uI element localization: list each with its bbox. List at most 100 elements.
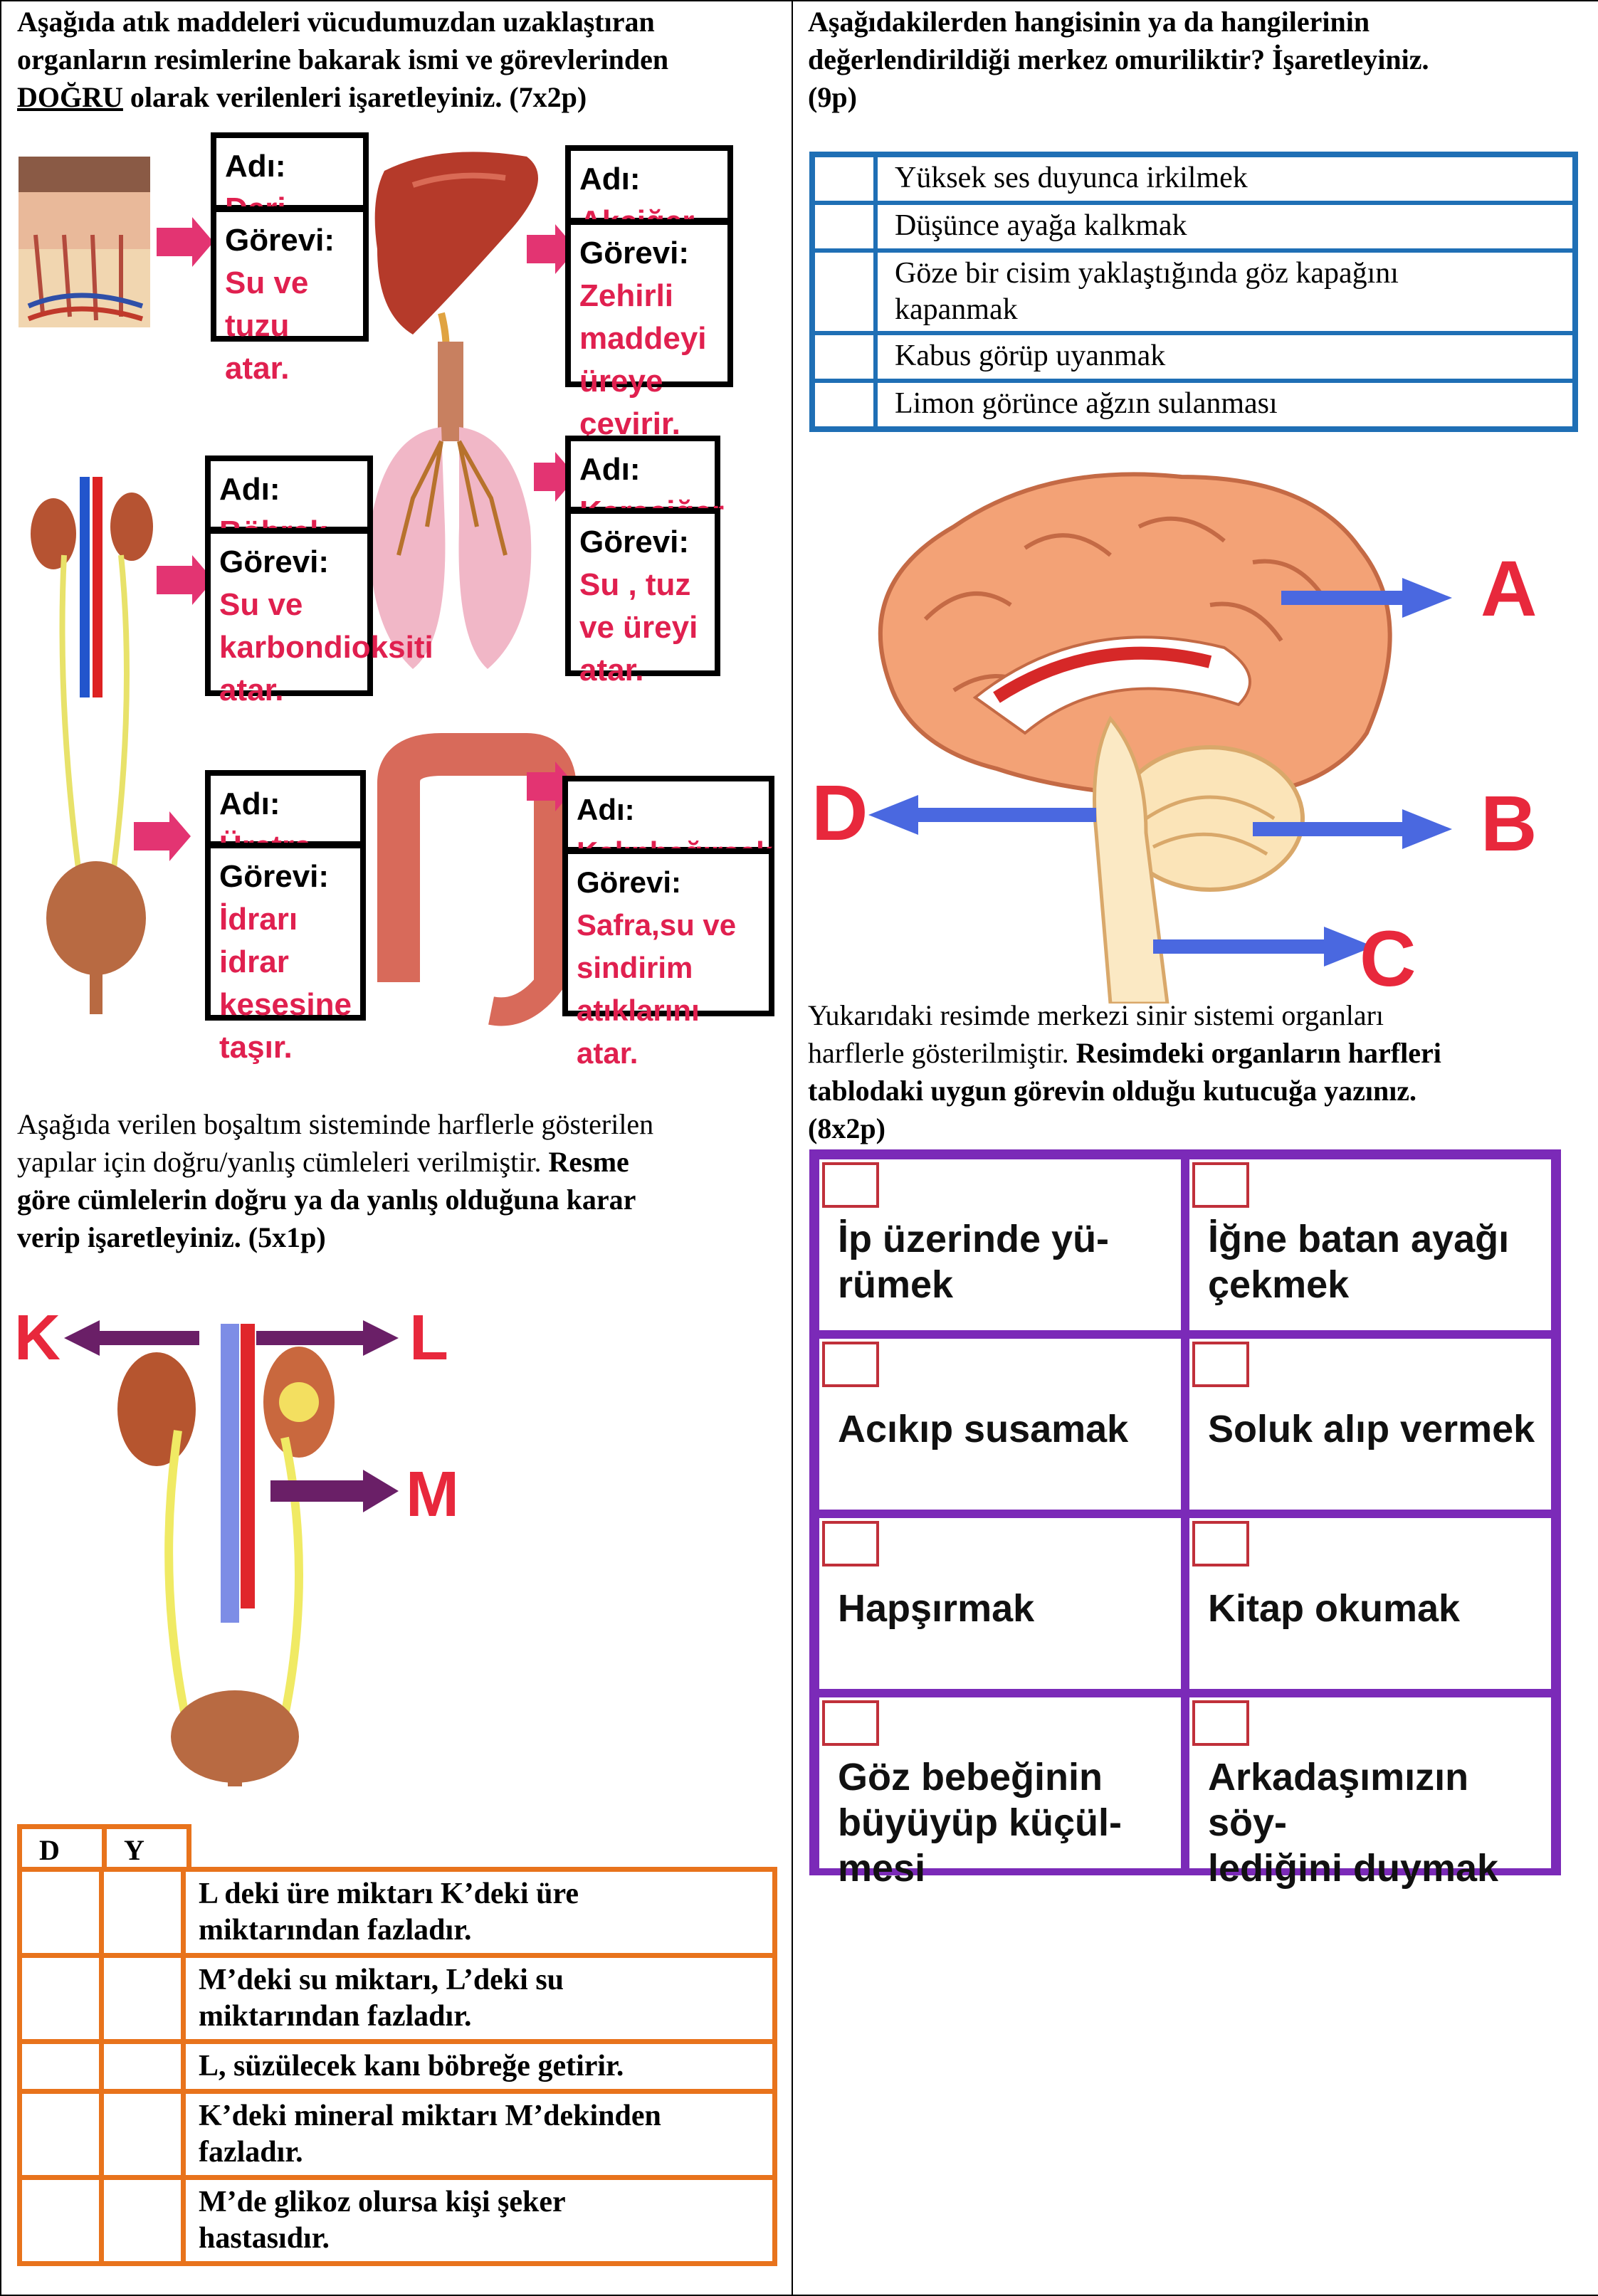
name-label: Adı: [577, 793, 635, 826]
statement-line: Düşünce ayağa kalkmak [895, 209, 1187, 242]
task-line: Acıkıp susamak [838, 1408, 1129, 1450]
organ-box-3-task: Görevi: Su ve karbondioksiti atar. [205, 528, 433, 707]
brain-label-d: D [811, 769, 868, 857]
table-row: Göze bir cisim yaklaştığında göz kapağın… [810, 248, 1577, 335]
urinary-system-illustration [31, 477, 153, 1014]
organ-box-5-name: Adı: Üretra [205, 770, 366, 864]
organ-box-6-task: Görevi: Safra,su ve sindirim atıklarını … [562, 848, 774, 1070]
q2-line2: yapılar için doğru/yanlış cümleleri veri… [17, 1143, 653, 1181]
name-label: Adı: [579, 162, 641, 196]
table-row: L, süzülecek kanı böbreğe getirir. [17, 2039, 777, 2094]
task-label: Görevi: [219, 544, 330, 579]
task-label: Görevi: [579, 525, 690, 559]
organ-box-2-task: Görevi: Zehirli maddeyi üreye çevirir. [565, 219, 733, 441]
task-text: İp üzerinde yü-rümek [838, 1216, 1174, 1307]
dy-answer-cell-y[interactable] [99, 1867, 186, 1958]
statement-line: miktarından fazladır. [199, 1914, 472, 1947]
dy-answer-cell-d[interactable] [17, 2089, 104, 2180]
reflex-statement: Göze bir cisim yaklaştığında göz kapağın… [873, 248, 1577, 335]
task-line: lediğini duymak [1208, 1847, 1499, 1890]
q4-line1: Yukarıdaki resimde merkezi sinir sistemi… [808, 999, 1384, 1031]
organ-task: Su , tuz ve üreyi atar. [579, 567, 698, 688]
statement-line: hastasıdır. [199, 2222, 330, 2255]
statement-line: L, süzülecek kanı böbreğe getirir. [199, 2050, 624, 2082]
dy-answer-cell-d[interactable] [17, 2175, 104, 2266]
urethra [228, 1779, 242, 1786]
reflex-check-cell[interactable] [810, 379, 878, 431]
q4-line2-bold: Resimdeki organların harfleri [1076, 1037, 1441, 1069]
table-row: Yüksek ses duyunca irkilmek [810, 152, 1577, 205]
q2-line4: verip işaretleyiniz. (5x1p) [17, 1221, 326, 1253]
name-label: Adı: [219, 472, 280, 507]
statement-line: M’deki su miktarı, L’deki su [199, 1964, 564, 1996]
q4-line2: harflerle gösterilmiştir. Resimdeki orga… [808, 1034, 1441, 1072]
name-label: Adı: [219, 786, 280, 821]
statement-line: Yüksek ses duyunca irkilmek [895, 162, 1248, 194]
pink-arrows [134, 217, 577, 861]
vena-cava [221, 1324, 239, 1623]
reflex-check-cell[interactable] [810, 152, 878, 205]
statement-line: M’de glikoz olursa kişi şeker [199, 2186, 566, 2218]
q2-line1: Aşağıda verilen boşaltım sisteminde harf… [17, 1108, 654, 1140]
label-m: M [406, 1459, 459, 1530]
statement-line: Göze bir cisim yaklaştığında göz kapağın… [895, 257, 1399, 290]
dy-answer-cell-d[interactable] [17, 1867, 104, 1958]
organ-box-4-name: Adı: Karaciğer [565, 436, 724, 530]
q3-line2: değerlendirildiği merkez omuriliktir? İş… [808, 43, 1429, 75]
answer-box[interactable] [822, 1162, 879, 1208]
organ-box-1-task: Görevi: Su ve tuzu atar. [211, 206, 369, 386]
liver-illustration [374, 152, 538, 364]
task-text: Acıkıp susamak [838, 1406, 1174, 1452]
q1-line1: Aşağıda atık maddeleri vücudumuzdan uzak… [17, 6, 655, 38]
dy-statement: L, süzülecek kanı böbreğe getirir. [181, 2039, 777, 2094]
task-line: rümek [838, 1263, 954, 1306]
organ-box-5-task: Görevi: İdrarı idrar kesesine taşır. [205, 843, 366, 1065]
dy-answer-cell-y[interactable] [99, 2089, 186, 2180]
answer-box[interactable] [1192, 1700, 1249, 1746]
reflex-statement: Yüksek ses duyunca irkilmek [873, 152, 1577, 205]
task-line: Hapşırmak [838, 1587, 1035, 1630]
statement-line: fazladır. [199, 2136, 303, 2169]
reflex-check-cell[interactable] [810, 201, 878, 253]
excretory-organs-illustration [19, 152, 577, 1026]
task-text: Soluk alıp vermek [1208, 1406, 1544, 1452]
dy-answer-cell-y[interactable] [99, 2175, 186, 2266]
task-cell: Arkadaşımızın söy-lediğini duymak [1185, 1693, 1555, 1890]
reflex-check-cell[interactable] [810, 248, 878, 335]
table-row: Düşünce ayağa kalkmak [810, 201, 1577, 253]
q1-instruction: Aşağıda atık maddeleri vücudumuzdan uzak… [17, 3, 668, 116]
brain-label-b: B [1481, 780, 1537, 868]
q2-line2-normal: yapılar için doğru/yanlış cümleleri veri… [17, 1146, 549, 1178]
brain-label-c: C [1360, 915, 1416, 1003]
dy-answer-cell-d[interactable] [17, 1953, 104, 2044]
answer-box[interactable] [822, 1521, 879, 1566]
answer-box[interactable] [822, 1342, 879, 1387]
reflex-check-cell[interactable] [810, 331, 878, 383]
q2-line3: göre cümlelerin doğru ya da yanlış olduğ… [17, 1184, 636, 1216]
answer-box[interactable] [1192, 1162, 1249, 1208]
answer-box[interactable] [822, 1700, 879, 1746]
dy-answer-cell-y[interactable] [99, 2039, 186, 2094]
task-text: Kitap okumak [1208, 1586, 1544, 1631]
answer-box[interactable] [1192, 1342, 1249, 1387]
dy-answer-cell-d[interactable] [17, 2039, 104, 2094]
lungs-illustration [369, 342, 532, 669]
dy-statement: M’de glikoz olursa kişi şeker hastasıdır. [181, 2175, 777, 2266]
task-text: Arkadaşımızın söy-lediğini duymak [1208, 1754, 1544, 1891]
dy-answer-cell-y[interactable] [99, 1953, 186, 2044]
kidney-diagram: K L M [14, 1302, 459, 1786]
q4-line2-normal: harflerle gösterilmiştir. [808, 1037, 1076, 1069]
task-label: Görevi: [577, 865, 682, 899]
column-divider [792, 0, 793, 2295]
q1-line2: organların resimlerine bakarak ismi ve g… [17, 43, 669, 75]
brainstem-and-spinal-cord [1093, 715, 1169, 1004]
organ-box-2-name: Adı: Akciğer [565, 145, 733, 239]
answer-box[interactable] [1192, 1521, 1249, 1566]
q3-line3: (9p) [808, 81, 857, 113]
q1-line3-rest: olarak verilenleri işaretleyiniz. (7x2p) [122, 81, 587, 113]
